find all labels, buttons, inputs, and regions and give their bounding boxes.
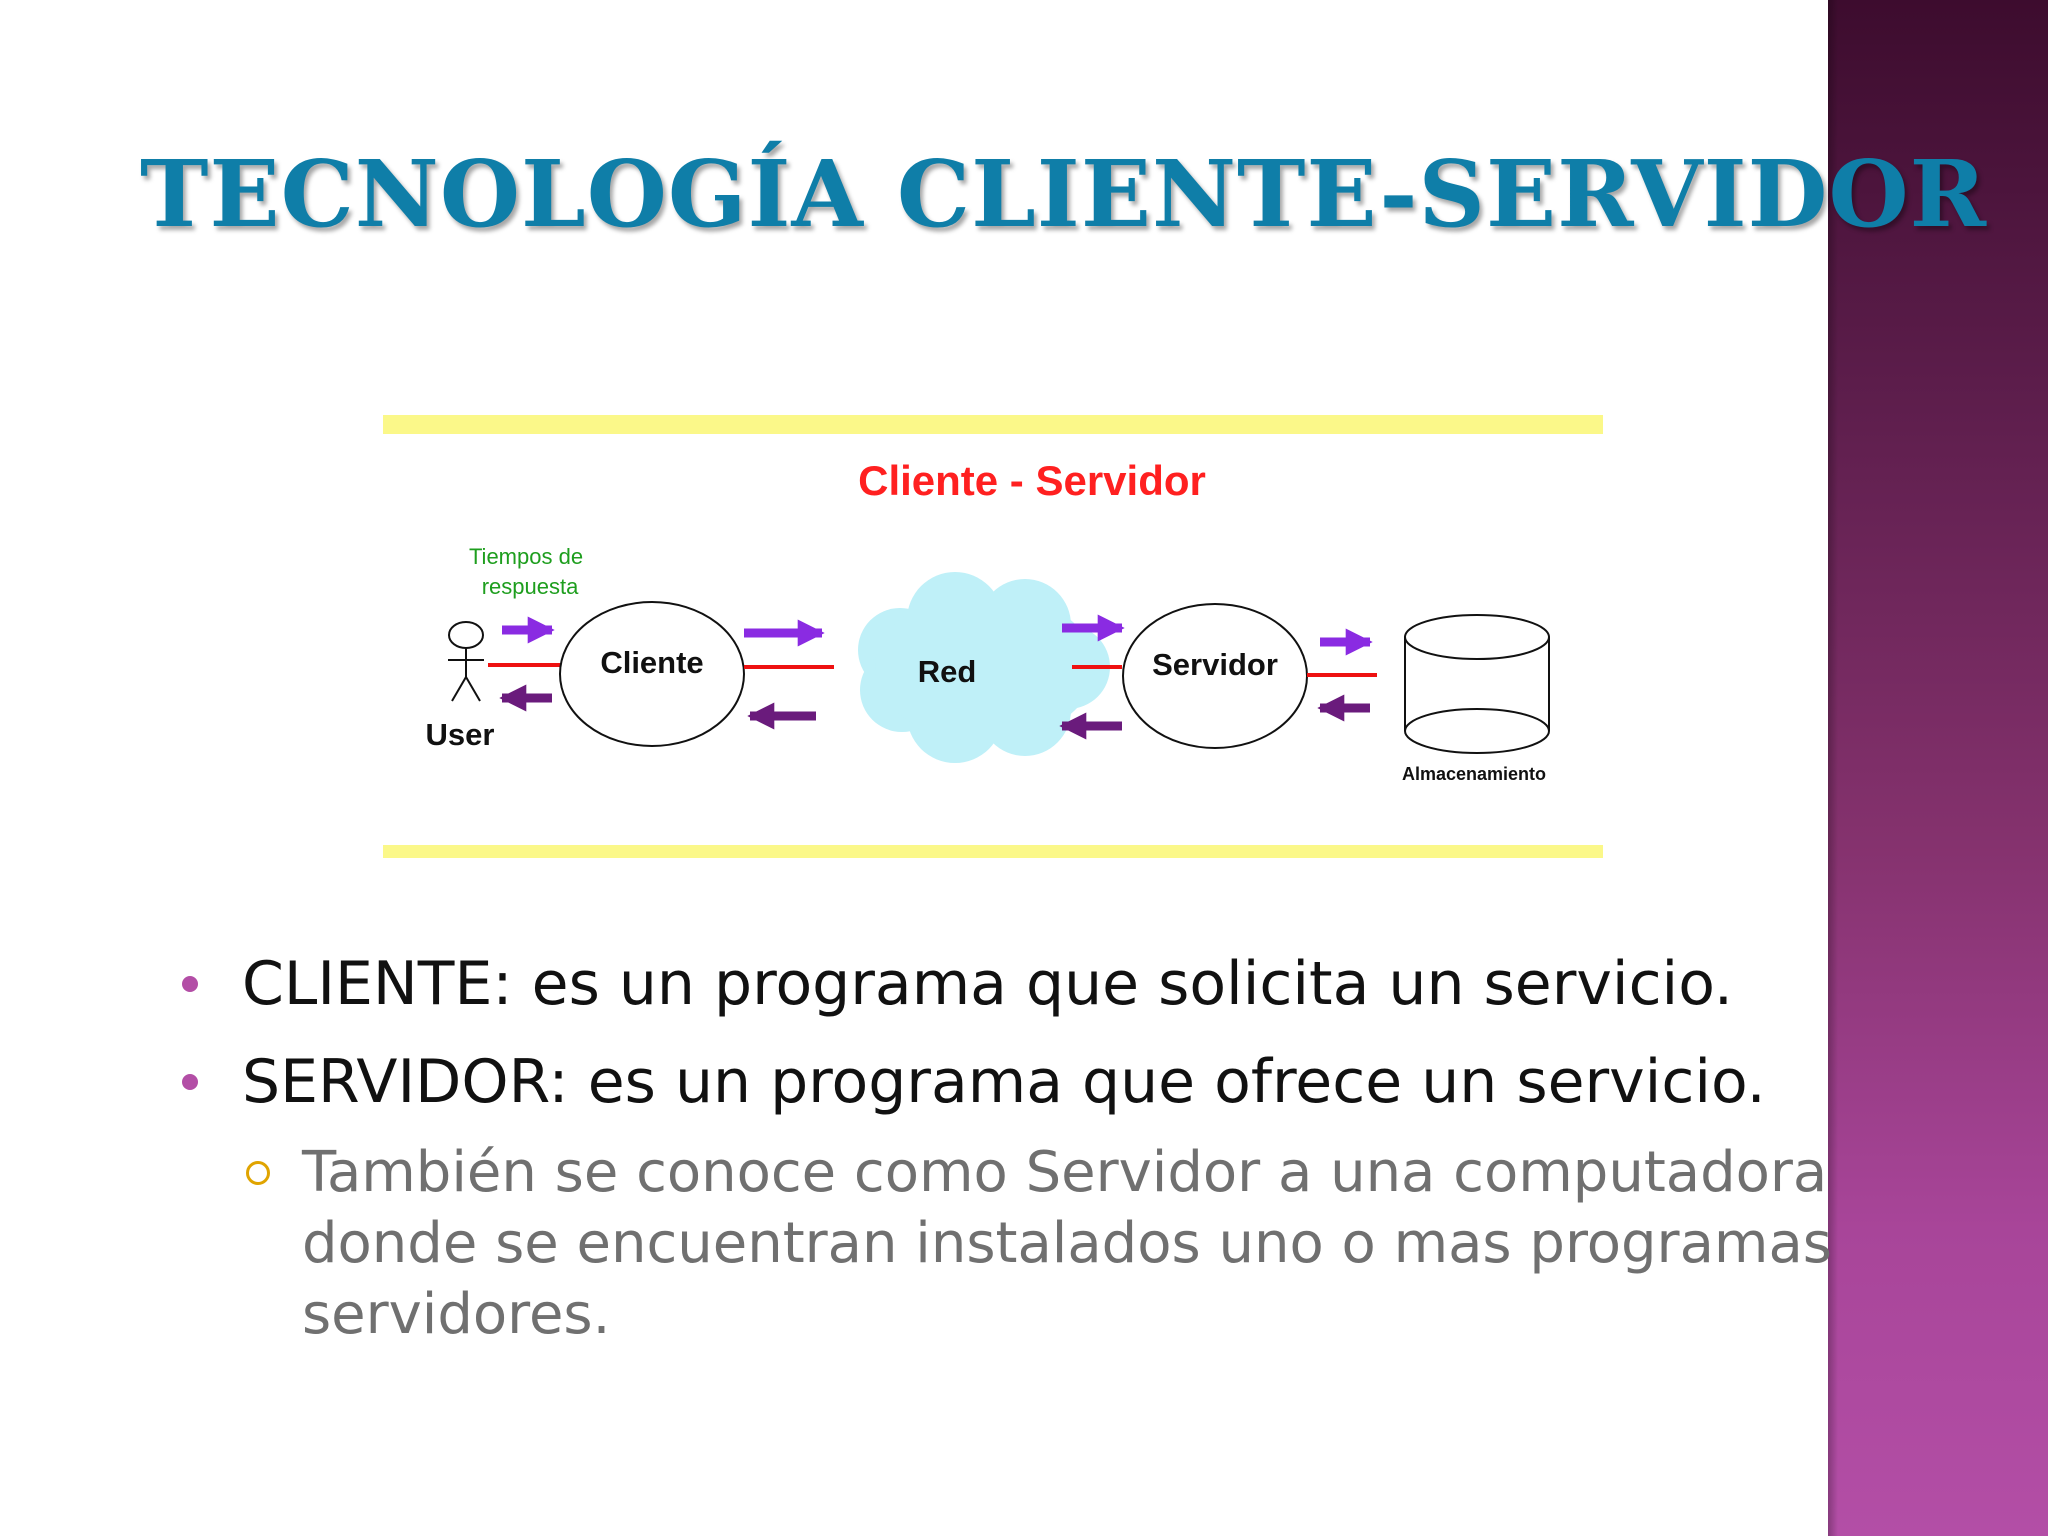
bullet-dot-icon	[182, 976, 198, 992]
sub-bullet-item: También se conoce como Servidor a una co…	[170, 1137, 1902, 1350]
bullet-item-server: SERVIDOR: es un programa que ofrece un s…	[170, 1033, 1810, 1131]
user-label: User	[426, 717, 495, 752]
diagram-heading: Cliente - Servidor	[858, 457, 1206, 504]
bullet-item-client: CLIENTE: es un programa que solicita un …	[170, 935, 1810, 1033]
bullet-dot-icon	[182, 1074, 198, 1090]
network-cloud-icon	[858, 572, 1110, 763]
network-label: Red	[918, 654, 977, 689]
bullet-list: CLIENTE: es un programa que solicita un …	[170, 935, 1832, 1350]
side-decorative-band	[1828, 0, 2048, 1536]
slide-content-panel	[0, 0, 1828, 1536]
storage-cylinder-icon	[1404, 614, 1550, 754]
response-time-label-line1: Tiempos de	[469, 544, 583, 569]
client-label: Cliente	[600, 645, 703, 680]
client-node	[559, 601, 745, 747]
bullet-text: CLIENTE: es un programa que solicita un …	[242, 949, 1733, 1019]
storage-label: Almacenamiento	[1402, 764, 1546, 784]
client-server-diagram: Cliente - Servidor Tiempos de respuesta …	[383, 415, 1603, 858]
side-band-shadow	[1828, 0, 1838, 1536]
top-yellow-band	[383, 415, 1603, 434]
user-stick-figure-icon	[448, 621, 484, 702]
hollow-circle-bullet-icon	[246, 1161, 270, 1185]
slide-title: TECNOLOGÍA CLIENTE-SERVIDOR	[140, 140, 1988, 248]
bullet-text: SERVIDOR: es un programa que ofrece un s…	[242, 1047, 1766, 1117]
server-label: Servidor	[1152, 647, 1278, 682]
sub-bullet-line: servidores.	[302, 1282, 611, 1347]
bottom-yellow-band	[383, 845, 1603, 858]
sub-bullet-line: También se conoce como Servidor a una co…	[302, 1140, 1828, 1205]
response-time-label-line2: respuesta	[482, 574, 579, 599]
sub-bullet-line: donde se encuentran instalados uno o mas…	[302, 1211, 1832, 1276]
